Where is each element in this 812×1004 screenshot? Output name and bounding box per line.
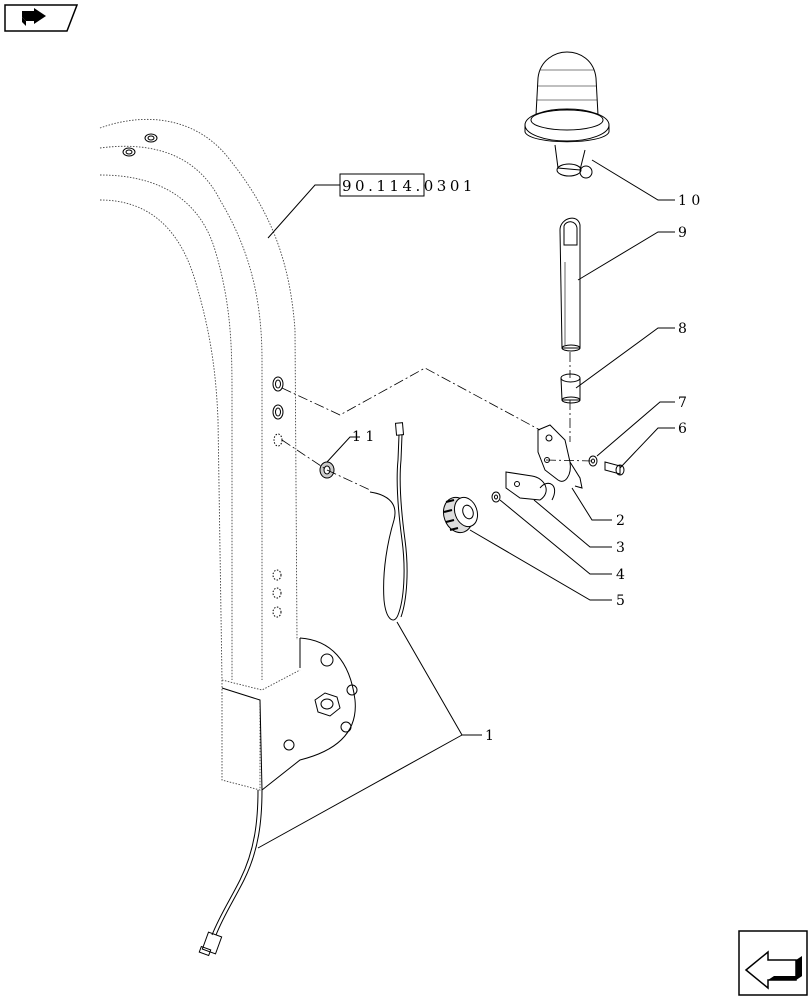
callout-11: 1 1 — [352, 429, 374, 445]
leader-lines — [257, 159, 675, 849]
wiring-harness — [198, 422, 408, 957]
callout-2: 2 — [616, 513, 625, 529]
forward-arrow-icon — [738, 930, 808, 996]
frame-side-holes — [272, 376, 284, 618]
callout-4: 4 — [616, 567, 625, 583]
callout-5: 5 — [616, 593, 625, 609]
previous-page-button[interactable] — [4, 4, 79, 32]
back-arrow-icon — [4, 4, 79, 32]
next-page-button[interactable] — [738, 930, 808, 996]
callout-8: 8 — [678, 321, 687, 337]
mounting-pole — [559, 217, 581, 352]
callout-labels: 1 2 3 4 5 6 7 8 9 1 0 1 1 — [352, 193, 700, 744]
callout-3: 3 — [616, 540, 625, 556]
centerlines — [281, 352, 594, 491]
reference-label-text: 90.114.0301 — [342, 177, 476, 195]
knob-nut — [442, 496, 479, 534]
callout-10: 1 0 — [678, 193, 700, 209]
bracket-upper — [537, 424, 583, 489]
reference-label-box[interactable]: 90.114.0301 — [339, 173, 476, 197]
beacon-lamp — [524, 51, 610, 179]
roll-bar-frame — [99, 118, 301, 791]
callout-9: 9 — [678, 225, 687, 241]
callout-6: 6 — [678, 421, 687, 437]
bracket-lower — [505, 471, 556, 501]
frame-top-holes — [122, 133, 158, 157]
base-plate — [221, 637, 358, 792]
callout-1: 1 — [485, 728, 494, 744]
washer-4 — [491, 491, 501, 503]
sleeve — [560, 373, 581, 404]
callout-7: 7 — [678, 395, 687, 411]
bolt-6 — [604, 461, 625, 476]
